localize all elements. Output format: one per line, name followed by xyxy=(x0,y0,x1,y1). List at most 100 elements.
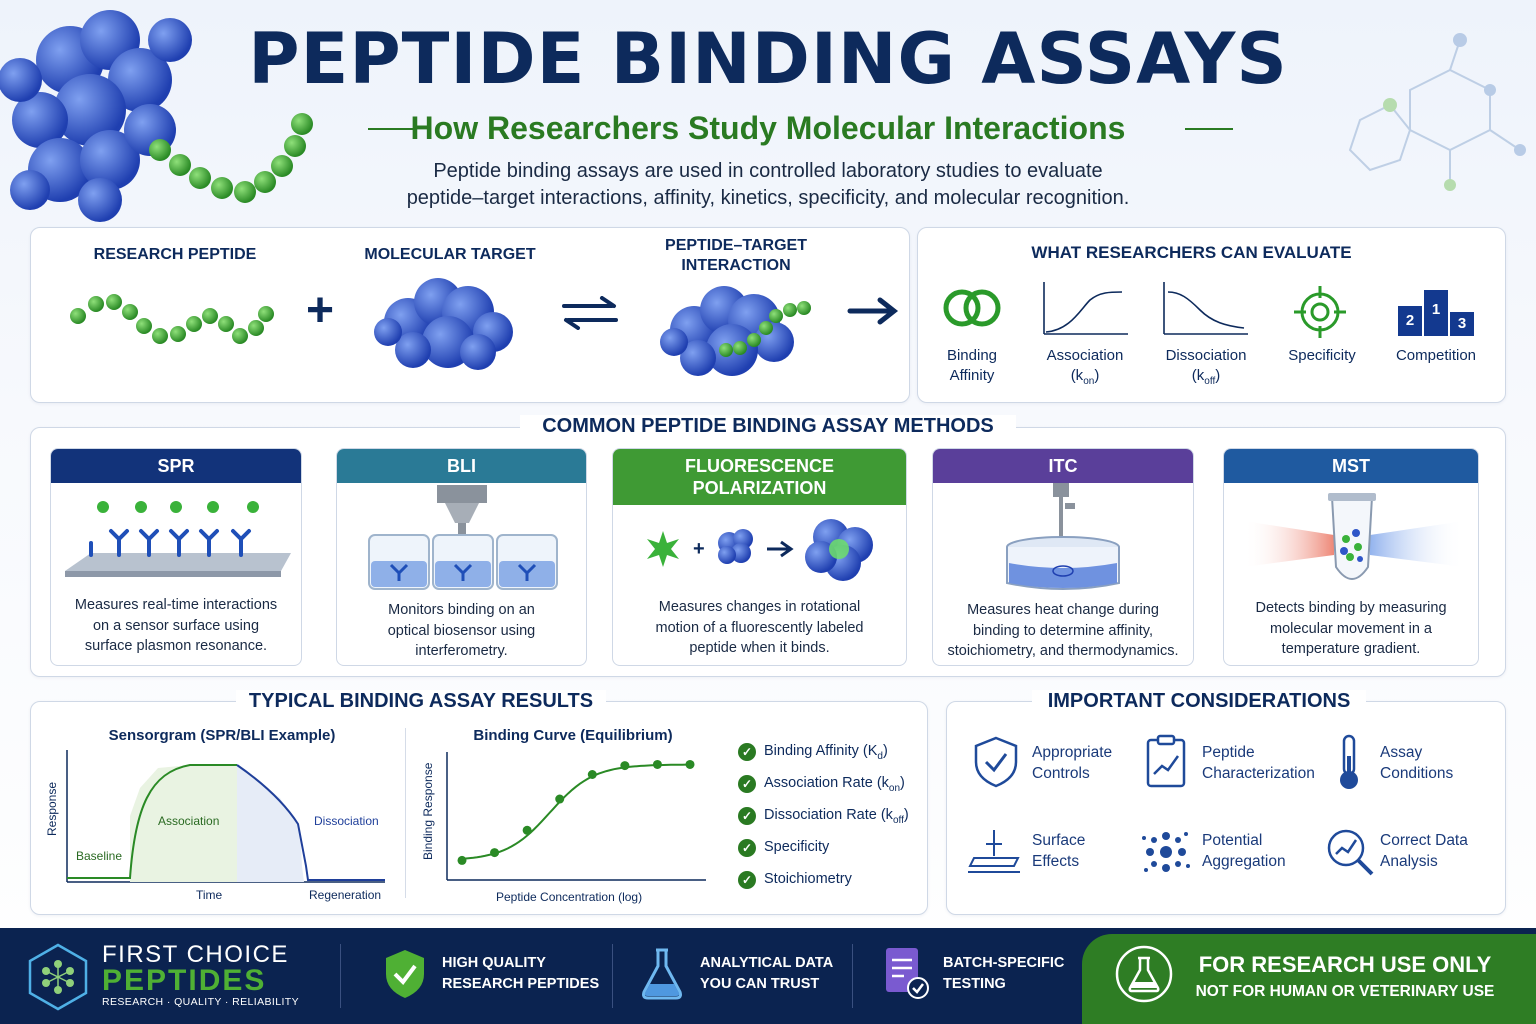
podium-3: 3 xyxy=(1450,312,1474,336)
clipboard-chart-icon xyxy=(1146,734,1186,788)
footer-separator xyxy=(340,944,341,1008)
check-binding-affinity: Binding Affinity (Kd) xyxy=(764,743,888,762)
research-use-only-title: FOR RESEARCH USE ONLY xyxy=(1198,952,1492,977)
binding-curve-title: Binding Curve (Equilibrium) xyxy=(473,727,673,744)
binding-curve-point xyxy=(685,759,695,769)
dissociation-curve-icon xyxy=(1163,282,1248,335)
sensorgram-regeneration-label: Regeneration xyxy=(309,888,381,902)
check-icon: ✓ xyxy=(738,743,756,761)
brand-name-line2: PEPTIDES xyxy=(102,964,267,997)
considerations-title: IMPORTANT CONSIDERATIONS xyxy=(1032,690,1366,713)
method-name-mst: MST xyxy=(1224,449,1478,483)
eval-association: Association(kon) xyxy=(1046,347,1124,387)
data-analysis-magnifier-icon xyxy=(1327,829,1374,876)
method-name-spr: SPR xyxy=(51,449,301,483)
eval-specificity: Specificity xyxy=(1288,347,1356,364)
binding-curve-point xyxy=(652,759,662,769)
chemical-structure-decoration xyxy=(1348,33,1526,191)
thermometer-icon xyxy=(1340,734,1358,789)
sensorgram-xlabel: Time xyxy=(196,888,223,902)
sensorgram-title: Sensorgram (SPR/BLI Example) xyxy=(108,727,336,744)
bli-biosensor-icon xyxy=(368,485,558,590)
check-stoichiometry: Stoichiometry xyxy=(764,871,852,887)
binding-curve-point xyxy=(490,848,500,858)
arrow-right-icon xyxy=(847,297,899,325)
mst-gradient-icon xyxy=(1244,493,1464,580)
podium-2: 2 xyxy=(1398,306,1422,336)
protein-peptide-illustration-topleft xyxy=(0,10,313,222)
molecular-target-label: MOLECULAR TARGET xyxy=(364,246,536,263)
check-dissociation-rate: Dissociation Rate (koff) xyxy=(764,807,909,826)
sensorgram-baseline-label: Baseline xyxy=(76,849,122,863)
binding-curve-point xyxy=(587,770,597,780)
peptide-target-complex-icon xyxy=(660,286,811,376)
document-check-icon xyxy=(886,948,929,999)
evaluate-title: WHAT RESEARCHERS CAN EVALUATE xyxy=(1031,243,1352,262)
podium-1: 1 xyxy=(1424,290,1448,336)
specificity-target-icon xyxy=(1294,286,1346,338)
subtitle-rule-left xyxy=(368,128,416,130)
research-use-only-subtitle: NOT FOR HUMAN OR VETERINARY USE xyxy=(1195,983,1495,1000)
shield-check-icon xyxy=(974,736,1018,788)
dissociation-curve xyxy=(236,764,385,881)
methods-title: COMMON PEPTIDE BINDING ASSAY METHODS xyxy=(520,415,1016,438)
research-use-only-banner xyxy=(1082,934,1536,1024)
check-specificity: Specificity xyxy=(764,839,830,855)
binding-affinity-icon xyxy=(943,289,1001,327)
check-icon: ✓ xyxy=(738,775,756,793)
method-name-itc: ITC xyxy=(933,449,1193,483)
binding-curve-line xyxy=(461,763,690,860)
spr-sensor-icon xyxy=(65,501,291,577)
footer-separator xyxy=(852,944,853,1008)
binding-curve-xlabel: Peptide Concentration (log) xyxy=(496,890,642,904)
fluorescence-polarization-icon: + xyxy=(647,519,873,581)
brand-name-line1: FIRST CHOICE xyxy=(102,941,289,968)
sensorgram-association-label: Association xyxy=(158,814,219,828)
binding-curve-point xyxy=(555,794,565,804)
intro-line-2: peptide–target interactions, affinity, k… xyxy=(406,187,1130,209)
research-flask-icon xyxy=(1115,945,1173,1003)
results-title: TYPICAL BINDING ASSAY RESULTS xyxy=(236,690,606,713)
binding-curve-point xyxy=(522,825,532,835)
brand-tagline: RESEARCH · QUALITY · RELIABILITY xyxy=(102,996,299,1008)
subtitle-rule-right xyxy=(1185,128,1233,130)
competition-podium-icon: 2 1 3 xyxy=(1398,288,1474,336)
page-title: PEPTIDE BINDING ASSAYS xyxy=(248,18,1288,100)
eval-competition: Competition xyxy=(1395,347,1477,364)
binding-curve-point xyxy=(457,855,467,865)
binding-curve-ylabel: Binding Response xyxy=(421,762,435,860)
plus-sign: + xyxy=(305,284,335,337)
surface-effects-icon xyxy=(968,830,1020,873)
method-name-bli: BLI xyxy=(337,449,586,483)
eval-dissociation: Dissociation(koff) xyxy=(1165,347,1247,387)
research-peptide-label: RESEARCH PEPTIDE xyxy=(93,246,257,263)
intro-text: Peptide binding assays are used in contr… xyxy=(300,158,1236,212)
peptide-target-interaction-label: PEPTIDE–TARGET INTERACTION xyxy=(665,237,807,274)
protein-target-icon xyxy=(374,278,513,370)
equilibrium-arrows-icon xyxy=(562,296,618,330)
binding-curve-chart: Binding Response Peptide Concentration (… xyxy=(421,752,706,904)
quality-shield-icon xyxy=(386,950,424,998)
footer-separator xyxy=(612,944,613,1008)
considerations-panel xyxy=(946,701,1506,915)
check-icon: ✓ xyxy=(738,839,756,857)
association-region xyxy=(130,765,237,882)
check-association-rate: Association Rate (kon) xyxy=(764,775,905,794)
flask-icon xyxy=(642,948,682,1000)
check-icon: ✓ xyxy=(738,807,756,825)
results-divider xyxy=(405,728,406,898)
